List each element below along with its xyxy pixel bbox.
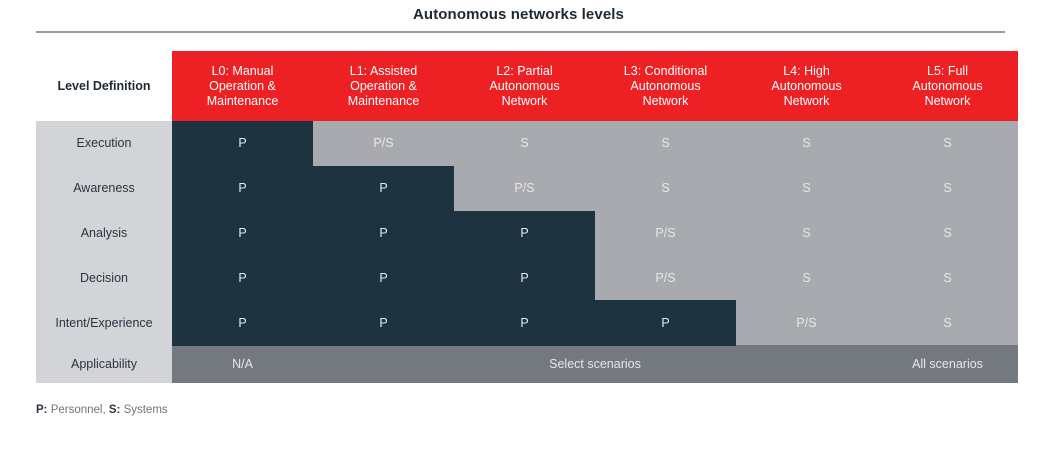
cell-analysis-l4: S xyxy=(802,225,811,240)
cell-analysis-l3: P/S xyxy=(655,225,676,240)
cell-intent-experience-l3: P xyxy=(661,315,670,330)
cell-execution-l5: S xyxy=(943,136,952,151)
cell-analysis-l5: S xyxy=(943,225,952,240)
legend-key-s: S: xyxy=(108,404,121,416)
cell-analysis-l1: P xyxy=(379,225,388,240)
row-label-applicability: Applicability xyxy=(70,357,137,371)
cell-decision-l2: P xyxy=(520,270,529,285)
legend-text-s: Systems xyxy=(120,404,168,416)
row-label-awareness: Awareness xyxy=(73,181,135,196)
applicability-cell-0: N/A xyxy=(232,357,253,371)
column-header-band xyxy=(172,51,1018,121)
applicability-band xyxy=(172,345,1018,383)
applicability-cell-2: All scenarios xyxy=(912,357,983,371)
column-header-l4: L4: High Autonomous Network xyxy=(771,63,842,108)
cell-intent-experience-l2: P xyxy=(520,315,529,330)
title-divider xyxy=(36,31,1005,33)
cell-analysis-l0: P xyxy=(238,225,247,240)
cell-execution-l3: S xyxy=(661,136,670,151)
legend-footnote: P: Personnel, S: Systems xyxy=(36,404,168,416)
cell-execution-l1: P/S xyxy=(373,136,394,151)
personnel-region-row-5 xyxy=(172,300,736,346)
row-label-decision: Decision xyxy=(80,270,128,285)
cell-intent-experience-l5: S xyxy=(943,315,952,330)
cell-awareness-l1: P xyxy=(379,181,388,196)
column-header-l2: L2: Partial Autonomous Network xyxy=(489,63,560,108)
column-header-l5: L5: Full Autonomous Network xyxy=(912,63,983,108)
applicability-cell-1: Select scenarios xyxy=(549,357,641,371)
personnel-region-row-2 xyxy=(172,165,454,212)
cell-analysis-l2: P xyxy=(520,225,529,240)
cell-intent-experience-l1: P xyxy=(379,315,388,330)
cell-execution-l0: P xyxy=(238,136,247,151)
personnel-region-row-3 xyxy=(172,210,595,256)
column-header-l0: L0: Manual Operation & Maintenance xyxy=(206,63,279,108)
cell-awareness-l3: S xyxy=(661,181,670,196)
row-header-title: Level Definition xyxy=(36,51,172,121)
row-label-column xyxy=(36,121,172,383)
row-label-analysis: Analysis xyxy=(80,225,128,240)
legend-key-p: P: xyxy=(36,404,48,416)
cell-awareness-l2: P/S xyxy=(514,181,535,196)
cell-decision-l3: P/S xyxy=(655,270,676,285)
cell-execution-l2: S xyxy=(520,136,529,151)
cell-intent-experience-l4: P/S xyxy=(796,315,817,330)
column-header-l1: L1: Assisted Operation & Maintenance xyxy=(347,63,420,108)
cell-awareness-l4: S xyxy=(802,181,811,196)
cell-decision-l0: P xyxy=(238,270,247,285)
autonomous-networks-levels-matrix: Level Definition L0: Manual Operation & … xyxy=(0,46,1037,386)
personnel-region-row-1 xyxy=(172,121,313,167)
legend-text-p: Personnel, xyxy=(47,404,109,416)
cell-decision-l5: S xyxy=(943,270,952,285)
cell-awareness-l5: S xyxy=(943,181,952,196)
personnel-region-row-4 xyxy=(172,255,595,301)
page-title: Autonomous networks levels xyxy=(413,6,624,23)
row-label-intent-experience: Intent/Experience xyxy=(55,315,153,330)
cell-intent-experience-l0: P xyxy=(238,315,247,330)
cell-awareness-l0: P xyxy=(238,181,247,196)
cell-decision-l4: S xyxy=(802,270,811,285)
column-header-l3: L3: Conditional Autonomous Network xyxy=(623,63,708,108)
cell-execution-l4: S xyxy=(802,136,811,151)
cell-decision-l1: P xyxy=(379,270,388,285)
row-label-execution: Execution xyxy=(76,136,132,151)
